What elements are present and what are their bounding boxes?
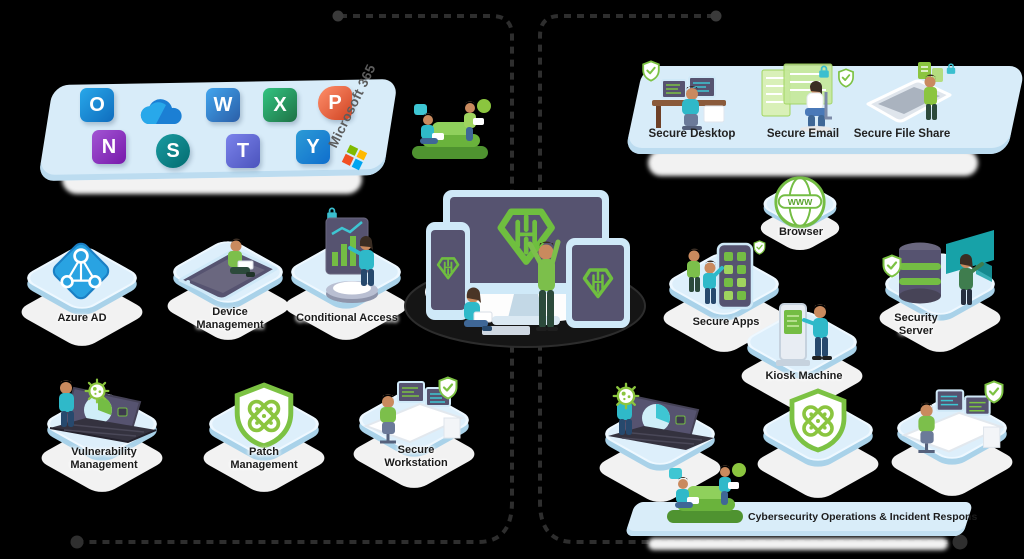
people-on-green-steps-illustration	[667, 463, 746, 523]
shield-check-icon	[642, 60, 660, 82]
patch-shield-icon	[231, 382, 297, 450]
connector-dot-top-right	[710, 10, 722, 22]
azure-ad-icon	[52, 242, 110, 300]
conditional-access-illustration	[325, 207, 378, 303]
people-on-green-steps-illustration	[412, 99, 491, 159]
device-management-illustration	[178, 238, 278, 301]
virus-icon	[612, 382, 640, 410]
shield-check-icon	[838, 68, 854, 88]
security-server-label: Security Server	[894, 312, 938, 338]
secure-file-share-illustration	[866, 62, 956, 123]
excel-icon: X	[263, 88, 297, 122]
yammer-icon: Y	[296, 130, 330, 164]
teams-icon: T	[226, 134, 260, 168]
browser-globe-icon: WWW	[774, 176, 826, 229]
secure-panel-shadow	[648, 150, 978, 176]
teams-letter: T	[236, 139, 250, 162]
secure-apps-illustration	[687, 240, 766, 310]
cybersecurity-banner-label: Cybersecurity Operations & Incident Resp…	[748, 511, 978, 523]
onenote-icon: N	[92, 130, 126, 164]
secure-email-illustration	[761, 63, 833, 132]
security-server-illustration	[882, 230, 994, 305]
secure-desktop-label: Secure Desktop	[648, 128, 736, 140]
onenote-letter: N	[101, 135, 117, 158]
kiosk-machine-label: Kiosk Machine	[765, 370, 843, 382]
yammer-letter: Y	[306, 135, 320, 158]
outlook-letter: O	[89, 93, 105, 116]
device-management-label: Device Management	[196, 306, 264, 332]
vulnerability-management-illustration	[49, 380, 157, 444]
banner-shadow	[648, 538, 948, 550]
svg-text:WWW: WWW	[788, 197, 813, 207]
powerpoint-letter: P	[328, 91, 342, 114]
secure-desktop-illustration	[652, 76, 726, 130]
patch-shield-icon	[786, 388, 850, 454]
kiosk-machine-illustration	[776, 303, 832, 366]
vulnerability-management-label: Vulnerability Management	[70, 446, 138, 472]
shield-check-icon	[438, 376, 458, 400]
secure-apps-label: Secure Apps	[692, 316, 760, 328]
secure-file-share-label: Secure File Share	[853, 128, 951, 140]
conditional-access-label: Conditional Access	[296, 312, 398, 324]
patch-management-label: Patch Management	[230, 446, 298, 472]
connector-dot-top-left	[332, 10, 344, 22]
secure-workstation-illustration	[363, 381, 465, 444]
secure-workstation-label: Secure Workstation	[384, 444, 448, 470]
connector-dot-bottom-left	[70, 535, 84, 549]
shield-check-icon	[984, 380, 1004, 404]
virus-icon	[84, 378, 110, 404]
azure-ad-label: Azure AD	[57, 312, 107, 324]
powerpoint-icon: P	[318, 86, 352, 120]
soc-desk-illustration	[901, 389, 1005, 453]
hexnode-devices-illustration	[404, 190, 646, 348]
outlook-icon: O	[80, 88, 114, 122]
secure-email-label: Secure Email	[766, 128, 840, 140]
sharepoint-letter: S	[166, 139, 180, 162]
excel-letter: X	[273, 93, 287, 116]
word-letter: W	[213, 93, 233, 116]
connector-dot-bottom-right	[952, 534, 968, 550]
word-icon: W	[206, 88, 240, 122]
sharepoint-icon: S	[156, 134, 190, 168]
onedrive-icon	[140, 99, 182, 124]
browser-label: Browser	[778, 226, 824, 238]
